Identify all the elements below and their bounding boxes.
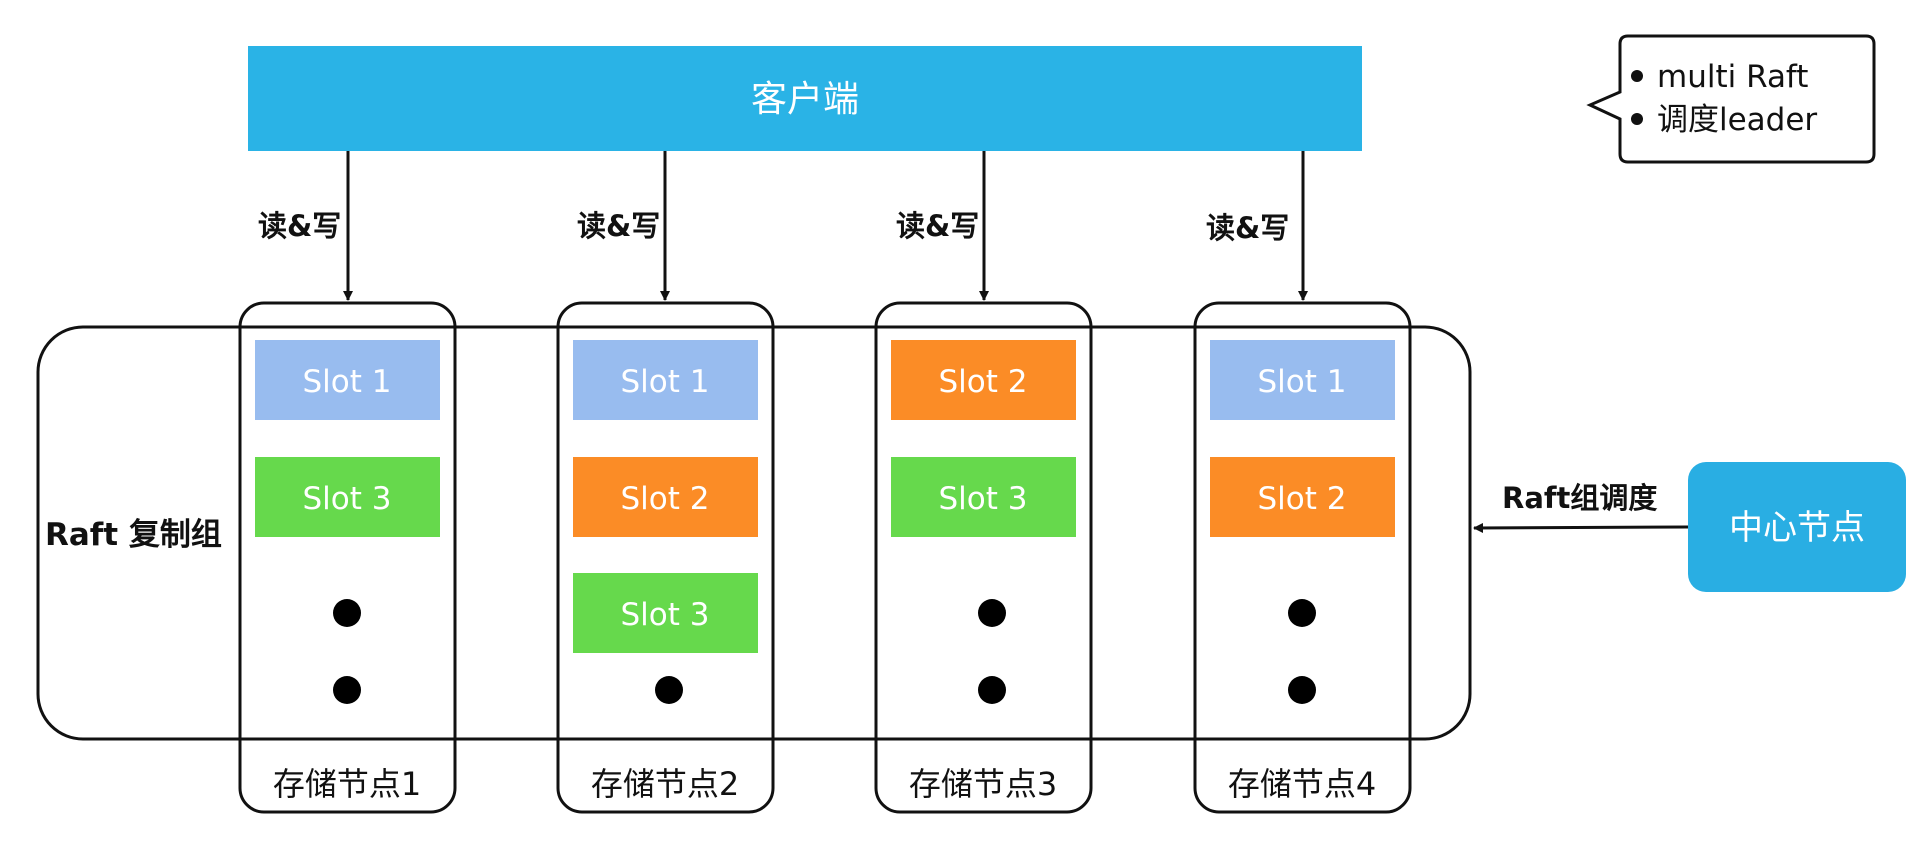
slot-label: Slot 2 [939, 364, 1028, 400]
slot-label: Slot 3 [939, 481, 1028, 517]
raft-group-box [36, 325, 1472, 741]
slot-label: Slot 1 [1258, 364, 1347, 400]
slot-block [1210, 340, 1395, 420]
raft-group-label: Raft 复制组 [45, 517, 222, 553]
slot-block [891, 340, 1076, 420]
client-label: 客户端 [751, 79, 859, 120]
slot-label: Slot 2 [1258, 481, 1347, 517]
slot-label: Slot 2 [621, 481, 710, 517]
read-write-label: 读&写 [577, 209, 660, 243]
slot-block [255, 340, 440, 420]
callout-item-2: 调度leader [1657, 102, 1817, 138]
raft-schedule-arrow [1473, 522, 1689, 533]
slot-block [573, 573, 758, 653]
slot-block [573, 340, 758, 420]
ellipsis-dot [655, 676, 683, 704]
read-write-label: 读&写 [1206, 211, 1289, 245]
storage-node-box [238, 301, 457, 814]
slot-label: Slot 3 [621, 597, 710, 633]
storage-node-box [874, 301, 1093, 814]
callout-item-1: multi Raft [1657, 59, 1808, 95]
storage-node-label: 存储节点1 [273, 765, 421, 803]
ellipsis-dot [1288, 599, 1316, 627]
callout-bullet-1 [1631, 70, 1643, 82]
client-bar [248, 46, 1362, 151]
ellipsis-dot [978, 676, 1006, 704]
storage-node-label: 存储节点2 [591, 765, 739, 803]
storage-node-4: 读&写 Slot 1 Slot 2 存储节点4 [1193, 151, 1412, 814]
read-write-label: 读&写 [258, 209, 341, 243]
read-write-label: 读&写 [896, 209, 979, 243]
slot-label: Slot 1 [303, 364, 392, 400]
slot-block [891, 457, 1076, 537]
storage-node-label: 存储节点3 [909, 765, 1057, 803]
storage-node-box [556, 301, 775, 814]
center-node-label: 中心节点 [1729, 508, 1865, 548]
raft-schedule-label: Raft组调度 [1502, 481, 1657, 515]
callout-box [1586, 34, 1876, 164]
storage-node-2: 读&写 Slot 1 Slot 2 Slot 3 存储节点2 [556, 151, 775, 814]
slot-block [255, 457, 440, 537]
slot-block [573, 457, 758, 537]
ellipsis-dot [333, 676, 361, 704]
center-node [1688, 462, 1906, 592]
ellipsis-dot [978, 599, 1006, 627]
ellipsis-dot [333, 599, 361, 627]
storage-node-3: 读&写 Slot 2 Slot 3 存储节点3 [874, 151, 1093, 814]
slot-label: Slot 1 [621, 364, 710, 400]
storage-node-label: 存储节点4 [1228, 765, 1376, 803]
callout-bullet-2 [1631, 113, 1643, 125]
ellipsis-dot [1288, 676, 1316, 704]
storage-node-1: 读&写 Slot 1 Slot 3 存储节点1 [238, 151, 457, 814]
slot-block [1210, 457, 1395, 537]
slot-label: Slot 3 [303, 481, 392, 517]
storage-node-box [1193, 301, 1412, 814]
